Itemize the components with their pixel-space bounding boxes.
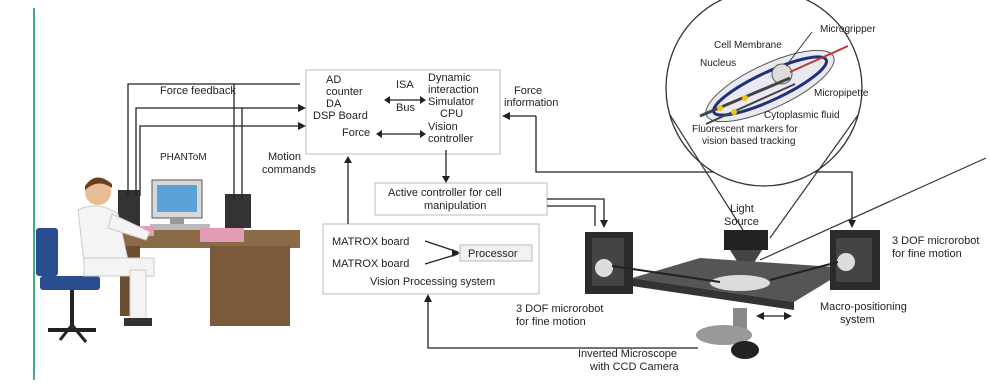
active-controller-label-1: Active controller for cell: [388, 187, 502, 199]
vision-processing-label: Vision Processing system: [370, 276, 495, 288]
light-source-label-2: Source: [724, 216, 759, 228]
isa-label: ISA: [396, 79, 414, 91]
matrox-label-1: MATROX board: [332, 236, 409, 248]
dof-right-label-2: for fine motion: [892, 248, 962, 260]
nucleus-label: Nucleus: [700, 58, 736, 69]
simulator-label-4: CPU: [440, 108, 463, 120]
cell-membrane-label: Cell Membrane: [714, 40, 782, 51]
active-controller-label-2: manipulation: [424, 200, 486, 212]
simulator-label-3: Simulator: [428, 96, 475, 108]
force-label: Force: [342, 127, 370, 139]
microscope-stage-illustration: [585, 0, 987, 359]
dof-left-label-2: for fine motion: [516, 316, 586, 328]
operator-workstation-illustration: [36, 177, 300, 343]
dsp-label-3: DA: [326, 98, 342, 110]
microscope-label-2: with CCD Camera: [589, 361, 680, 373]
motion-commands-label-1: Motion: [268, 151, 301, 163]
macro-positioning-label-1: Macro-positioning: [820, 301, 907, 313]
processor-label: Processor: [468, 248, 518, 260]
vision-controller-label-2: controller: [428, 133, 474, 145]
light-source-label-1: Light: [730, 203, 754, 215]
matrox-label-2: MATROX board: [332, 258, 409, 270]
dsp-label-4: DSP Board: [313, 110, 368, 122]
fluorescent-label-1: Fluorescent markers for: [692, 124, 798, 135]
dsp-label-1: AD: [326, 74, 341, 86]
force-information-label-1: Force: [514, 85, 542, 97]
dof-right-label-1: 3 DOF microrobot: [892, 235, 979, 247]
connection-lines: [127, 83, 856, 349]
dsp-label-2: counter: [326, 86, 363, 98]
cytoplasmic-label: Cytoplasmic fluid: [764, 110, 840, 121]
dsp-box: [305, 69, 501, 155]
microscope-label-1: Inverted Microscope: [578, 348, 677, 360]
dof-left-label-1: 3 DOF microrobot: [516, 303, 603, 315]
simulator-label-2: interaction: [428, 84, 479, 96]
micropipette-label: Micropipette: [814, 88, 869, 99]
simulator-label-1: Dynamic: [428, 72, 471, 84]
fluorescent-label-2: vision based tracking: [702, 136, 795, 147]
vision-controller-label-1: Vision: [428, 121, 458, 133]
macro-positioning-label-2: system: [840, 314, 875, 326]
motion-commands-label-2: commands: [262, 164, 316, 176]
active-controller-box: [374, 182, 548, 216]
bus-label: Bus: [396, 102, 415, 114]
force-feedback-label: Force feedback: [160, 85, 236, 97]
force-information-label-2: information: [504, 97, 558, 109]
microgripper-label: Microgripper: [820, 24, 876, 35]
phantom-label: PHANToM: [160, 152, 207, 163]
